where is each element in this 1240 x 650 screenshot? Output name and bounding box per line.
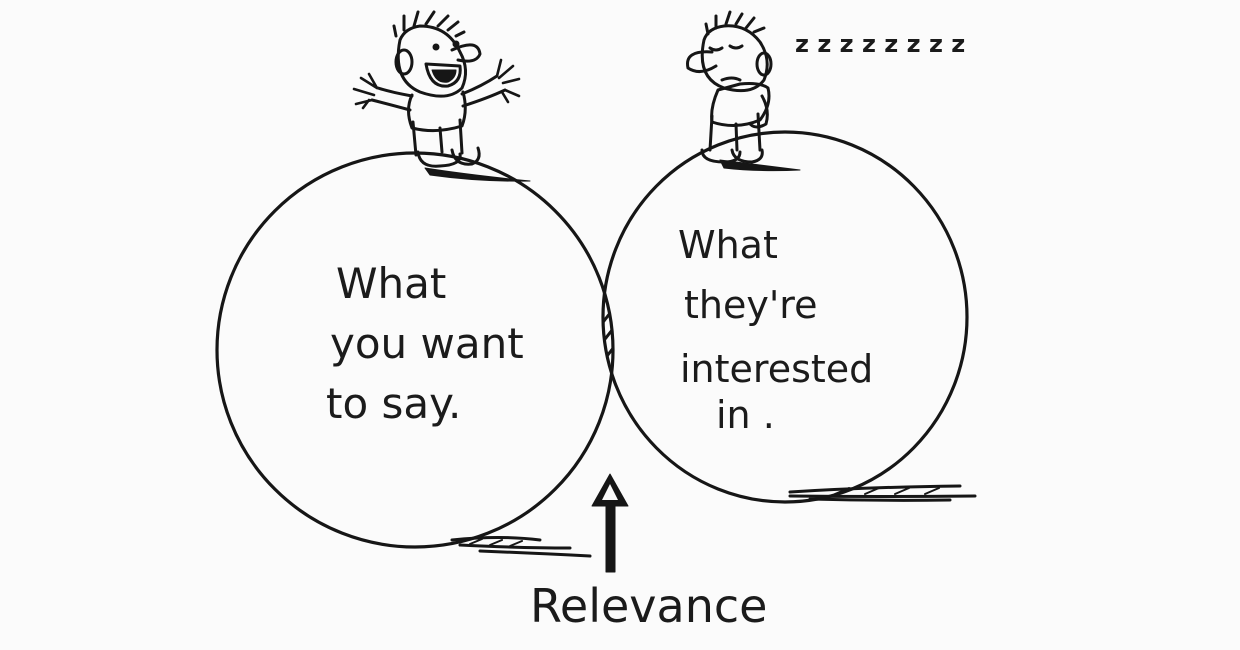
relevance-arrow-icon [591,473,629,573]
right-label-line-4: in . [716,393,775,437]
ground-shadow-right [788,484,977,502]
left-label-line-2: you want [330,319,524,368]
left-circle-label: What you want to say. [326,259,524,428]
right-circle-label: What they're interested in . [678,223,873,437]
right-label-line-3: interested [680,347,873,391]
ground-shadow-left [450,536,592,558]
right-circle [601,130,969,504]
left-label-line-3: to say. [326,379,461,428]
talking-person-icon [352,10,531,182]
relevance-label: Relevance [530,579,767,633]
right-label-line-2: they're [684,283,817,327]
left-label-line-1: What [336,259,446,308]
right-label-line-1: What [678,223,778,267]
sleep-zzz-text: z z z z z z z z [795,30,965,58]
sleeping-person-icon [686,10,801,172]
